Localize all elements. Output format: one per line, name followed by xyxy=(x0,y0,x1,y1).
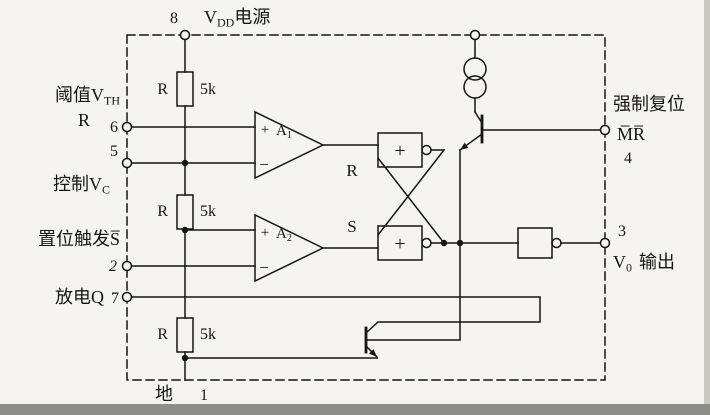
junction-dot xyxy=(181,226,189,234)
control-label: 控制VC xyxy=(53,174,110,197)
resistor-r2 xyxy=(176,194,194,230)
gate1-output-cross-wire xyxy=(376,149,446,237)
current-source-top xyxy=(463,57,487,81)
gate1-plus-symbol: + xyxy=(394,140,405,162)
pin-8-terminal xyxy=(179,29,191,41)
comparator-a2 xyxy=(254,213,325,283)
reset-transistor-emitter-arrow xyxy=(460,142,469,150)
comparator-a1-minus: − xyxy=(259,155,269,174)
comparator-a2-minus: − xyxy=(259,258,269,277)
comparator-a1 xyxy=(254,110,325,180)
pin-4-terminal xyxy=(599,124,611,136)
ic-boundary xyxy=(126,34,606,381)
junction-dot xyxy=(440,239,448,247)
resistor-r3-name: R xyxy=(157,326,168,343)
comparator-a2-label: A2 xyxy=(276,226,292,244)
output-buffer-bubble xyxy=(551,237,562,249)
junction-dot xyxy=(181,159,189,167)
nor-gate-2-bubble xyxy=(421,237,432,249)
comparator-a1-plus: + xyxy=(261,122,269,138)
pin5-number-label: 5 xyxy=(110,143,118,160)
ground-label: 地 xyxy=(155,384,173,404)
gate2-feedback-cross-wire xyxy=(376,156,446,245)
resistor-r3-value: 5k xyxy=(200,326,216,343)
pin-6-terminal xyxy=(121,121,133,133)
scan-bottom-edge xyxy=(0,404,710,415)
pin-5-terminal xyxy=(121,157,133,169)
pin8-number-label: 8 xyxy=(170,10,178,27)
nor-gate-1-bubble xyxy=(421,144,432,156)
ff-s-input-label: S xyxy=(347,217,356,236)
gate2-plus-symbol: + xyxy=(394,233,405,255)
discharge-transistor-emitter-arrow xyxy=(369,349,377,357)
pin2-number-label: 2 xyxy=(109,258,117,275)
resistor-r3 xyxy=(176,317,194,353)
current-source-bottom xyxy=(463,75,487,99)
pin7-discharge-wire xyxy=(130,296,541,335)
threshold-r-label: R xyxy=(78,110,90,130)
threshold-label: 阈值VTH xyxy=(55,85,120,108)
pin6-number-label: 6 xyxy=(110,119,118,136)
resistor-r1-name: R xyxy=(157,81,168,98)
pin3-number-label: 3 xyxy=(618,223,626,240)
comparator-a1-label: A1 xyxy=(276,123,292,141)
scan-right-edge xyxy=(704,0,710,415)
mr-label: M̅R̅ xyxy=(617,124,645,144)
pin7-number-label: 7 xyxy=(111,290,119,307)
pin-7-terminal xyxy=(121,291,133,303)
trigger-label: 置位触发S̅ xyxy=(38,229,120,249)
ff-node-wire xyxy=(365,149,461,341)
vdd-power-label: VDD电源 xyxy=(204,7,270,30)
resistor-r1-value: 5k xyxy=(200,81,216,98)
ff-r-input-label: R xyxy=(346,161,358,180)
resistor-r2-value: 5k xyxy=(200,203,216,220)
junction-dot xyxy=(456,239,464,247)
pin-2-terminal xyxy=(121,260,133,272)
pin4-number-label: 4 xyxy=(624,150,632,167)
comparator-a2-plus: + xyxy=(261,225,269,241)
vdd-branch-terminal xyxy=(469,29,481,41)
reset-label: 强制复位 xyxy=(613,94,685,114)
output-buffer xyxy=(517,227,553,259)
junction-dot xyxy=(181,354,189,362)
pin-3-terminal xyxy=(599,237,611,249)
discharge-label: 放电Q xyxy=(55,287,104,307)
resistor-r2-name: R xyxy=(157,203,168,220)
resistor-r1 xyxy=(176,71,194,107)
pin1-number-label: 1 xyxy=(200,387,208,404)
